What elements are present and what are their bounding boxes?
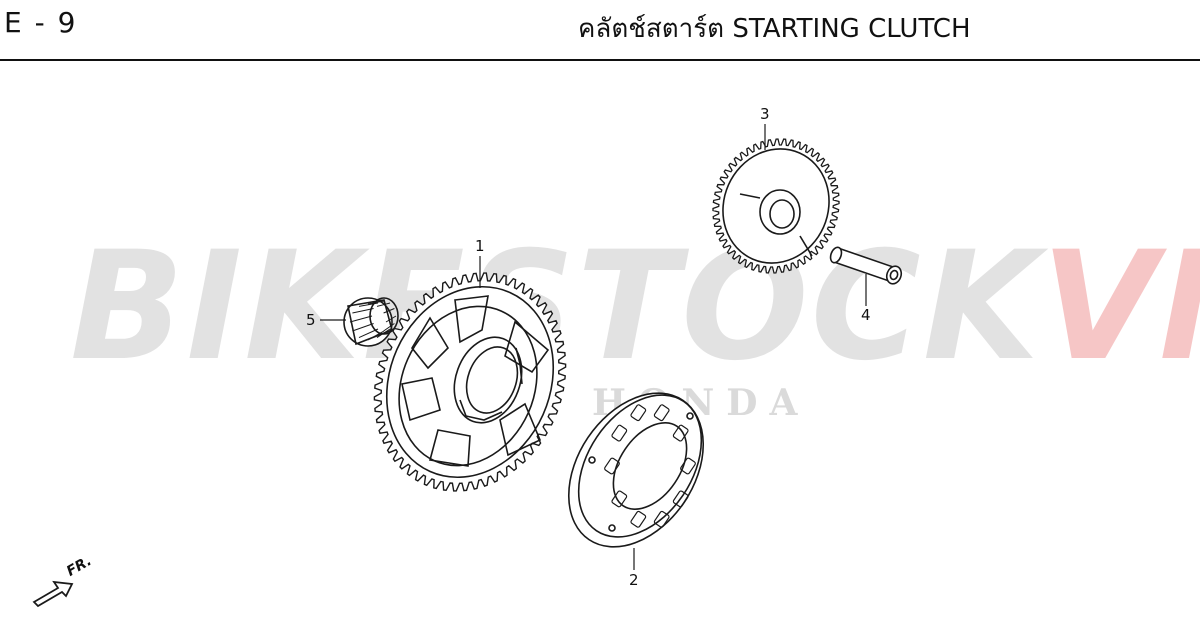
callout-1: 1 [475, 237, 485, 255]
bearing-needle [376, 328, 391, 339]
clutch-roller [672, 424, 689, 442]
front-direction-arrow [32, 580, 74, 608]
clutch-roller [672, 490, 689, 508]
bearing-needle [385, 315, 397, 323]
part-1-driven-sprocket [373, 272, 567, 492]
part-3-starter-idle-gear [712, 138, 840, 274]
header-divider [0, 59, 1200, 61]
bearing-needle [367, 330, 385, 341]
clutch-roller [604, 457, 620, 475]
callout-3: 3 [760, 105, 770, 123]
clutch-roller [611, 424, 628, 442]
bearing-needle [358, 328, 379, 339]
watermark-logo: BIKESTOCKVN [70, 232, 1200, 382]
clutch-roller [630, 404, 647, 422]
callout-4: 4 [861, 306, 871, 324]
bearing-needle [358, 302, 379, 307]
bearing-needles [349, 300, 397, 341]
sprocket-cutouts [401, 295, 550, 467]
bearing-needle [383, 323, 395, 332]
part-5-needle-bearing [343, 297, 399, 347]
clutch-rollers [604, 404, 696, 528]
part-2-one-way-clutch [567, 392, 705, 548]
diagram-title: คลัตช์สตาร์ต STARTING CLUTCH [578, 14, 971, 44]
callout-5: 5 [306, 311, 316, 329]
bearing-needle [352, 308, 374, 314]
clutch-roller [680, 457, 696, 475]
bearing-needle [383, 308, 395, 314]
clutch-roller [653, 510, 670, 528]
clutch-roller [653, 404, 670, 422]
clutch-roller [630, 510, 647, 528]
clutch-roller [611, 490, 628, 508]
watermark-text-accent: VN [1041, 220, 1200, 394]
bearing-needle [349, 315, 373, 323]
bearing-needle [367, 300, 385, 305]
callout-2: 2 [629, 571, 639, 589]
bearing-needle [376, 302, 391, 307]
diagram-code: E - 9 [4, 6, 78, 39]
bearing-needle [352, 323, 374, 332]
leader-lines [320, 124, 867, 570]
part-4-idle-gear-shaft [829, 246, 903, 285]
